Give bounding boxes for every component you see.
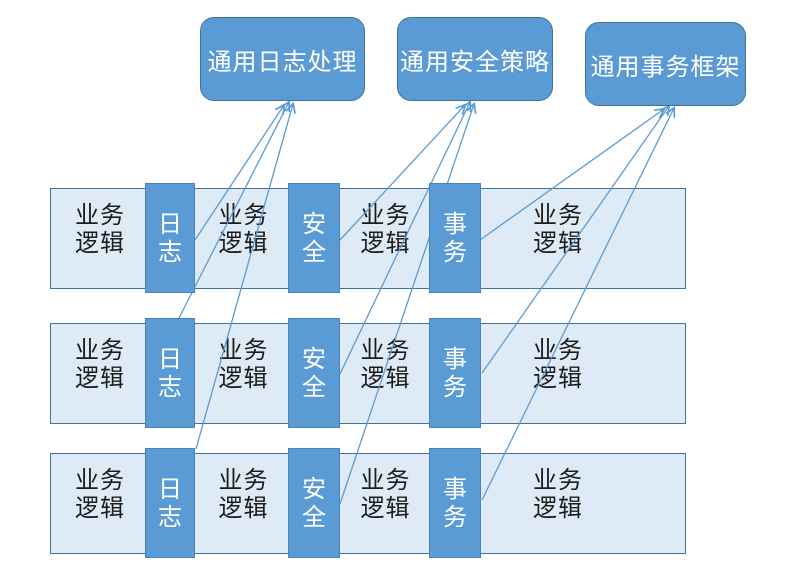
title-box-common-security: 通用安全策略 bbox=[397, 17, 553, 101]
aspect-box-security-layer3: 安 全 bbox=[288, 448, 340, 558]
title-box-common-transaction: 通用事务框架 bbox=[585, 22, 746, 106]
business-logic-label: 业务 逻辑 bbox=[75, 466, 125, 522]
business-logic-label: 业务 逻辑 bbox=[533, 201, 583, 257]
aspect-box-transaction-layer2: 事 务 bbox=[429, 318, 481, 428]
business-logic-label: 业务 逻辑 bbox=[360, 466, 411, 522]
business-logic-label: 业务 逻辑 bbox=[218, 336, 269, 392]
aspect-box-log-layer3: 日 志 bbox=[145, 448, 195, 558]
aspect-box-log-layer2: 日 志 bbox=[145, 318, 195, 428]
business-logic-label: 业务 逻辑 bbox=[75, 201, 125, 257]
business-logic-label: 业务 逻辑 bbox=[75, 336, 125, 392]
connector-transaction-layer3 bbox=[481, 108, 674, 501]
business-logic-label: 业务 逻辑 bbox=[218, 201, 269, 257]
aspect-box-log-layer1: 日 志 bbox=[145, 183, 195, 293]
business-logic-label: 业务 逻辑 bbox=[218, 466, 269, 522]
aspect-box-transaction-layer1: 事 务 bbox=[429, 183, 481, 293]
title-box-common-logging: 通用日志处理 bbox=[200, 17, 365, 101]
business-logic-label: 业务 逻辑 bbox=[533, 336, 583, 392]
business-logic-label: 业务 逻辑 bbox=[360, 336, 411, 392]
business-logic-label: 业务 逻辑 bbox=[360, 201, 411, 257]
business-logic-label: 业务 逻辑 bbox=[533, 466, 583, 522]
connector-security-layer3 bbox=[339, 104, 474, 505]
aspect-box-security-layer1: 安 全 bbox=[288, 183, 340, 293]
aspect-box-security-layer2: 安 全 bbox=[288, 318, 340, 428]
aspect-box-transaction-layer3: 事 务 bbox=[429, 448, 481, 558]
